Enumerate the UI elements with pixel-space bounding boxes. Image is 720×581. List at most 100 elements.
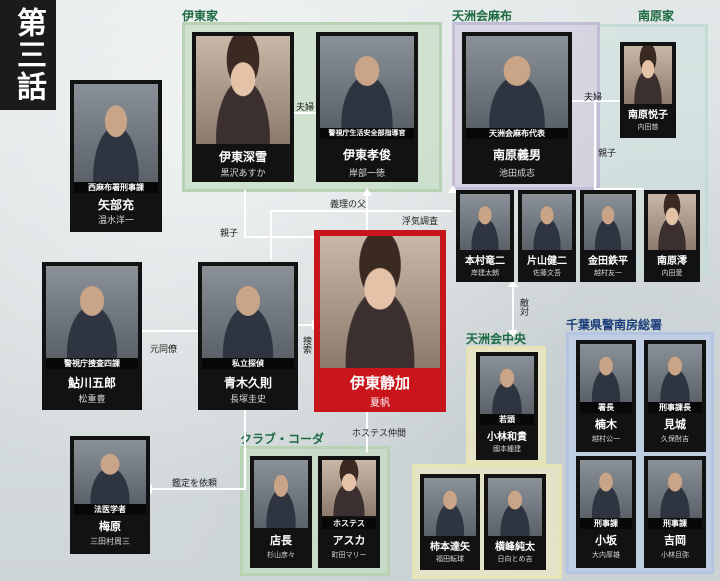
role-takatoshi: 警視庁生活安全部指導官 (320, 128, 414, 139)
card-kaneda[interactable]: 金田鉄平 越村友一 (580, 190, 636, 282)
portrait-ayukawa (46, 266, 138, 358)
line-fuufu-minamihara (572, 100, 620, 102)
actor-kobayashi: 國本鍾建 (493, 445, 521, 453)
name-kakimoto: 柿本達矢 (430, 542, 470, 553)
name-kosaka: 小坂 (595, 534, 617, 547)
portrait-miyuki (196, 36, 290, 144)
card-aoki[interactable]: 私立探偵 青木久則 長塚圭史 (198, 262, 298, 410)
actor-miyuki: 黒沢あすか (220, 169, 266, 179)
portrait-yabe (74, 84, 158, 182)
name-kaneda: 金田鉄平 (588, 256, 628, 267)
card-kosaka[interactable]: 刑事課 小坂 大内厚雄 (576, 456, 636, 568)
card-yokomine[interactable]: 横峰純太 日向とめ吉 (484, 474, 546, 570)
card-yoshida[interactable]: 刑事課 吉岡 小林且弥 (644, 456, 706, 568)
line-tekitai (512, 282, 514, 334)
name-honmura: 本村竜二 (465, 256, 505, 267)
label-oyako-minamihara: 親子 (598, 149, 617, 159)
name-etsuko: 南原悦子 (628, 110, 668, 121)
label-tekitai: 敵対 (518, 298, 528, 316)
card-honmura[interactable]: 本村竜二 岸建太朗 (456, 190, 514, 282)
actor-ayukawa: 松重豊 (78, 395, 106, 405)
label-oyako-ito: 親子 (220, 229, 239, 239)
label-fuufu-ito: 夫婦 (296, 103, 315, 113)
card-kobayashi[interactable]: 若頭 小林和貴 國本鍾建 (476, 352, 538, 460)
name-mishiro: 見城 (664, 418, 686, 431)
card-asuka[interactable]: ホステス アスカ 町田マリー (318, 456, 380, 568)
actor-etsuko: 内田慈 (637, 123, 659, 131)
actor-katayama: 佐藤文吾 (533, 269, 561, 277)
card-ayukawa[interactable]: 警視庁捜査四課 鮎川五郎 松重豊 (42, 262, 142, 410)
name-yoshio: 南原義男 (492, 148, 541, 162)
line-oyako-minamihara-h (594, 188, 644, 190)
role-yoshida: 刑事課 (648, 518, 702, 529)
portrait-asuka (322, 460, 376, 516)
card-yabe[interactable]: 西麻布署刑事課 矢部充 温水洋一 (70, 80, 162, 232)
card-kakimoto[interactable]: 柿本達矢 福田転球 (420, 474, 480, 570)
label-hostess-nakama: ホステス仲間 (352, 429, 407, 439)
portrait-tencho (254, 460, 308, 528)
actor-honmura: 岸建太朗 (471, 269, 499, 277)
role-ayukawa: 警視庁捜査四課 (46, 358, 138, 369)
card-mishiro[interactable]: 刑事課長 見城 久保酎吉 (644, 340, 706, 452)
portrait-shizuka (320, 236, 440, 368)
name-tencho: 店長 (270, 534, 292, 547)
portrait-kobayashi (480, 356, 534, 414)
actor-shizuka: 夏帆 (370, 398, 390, 409)
group-label-club: クラブ・コーダ (240, 432, 325, 446)
actor-yoshio: 池田成志 (498, 169, 535, 179)
line-fuufu-ito (292, 112, 316, 114)
portrait-kaneda (584, 194, 632, 250)
group-label-chiba: 千葉県警南房総署 (566, 318, 663, 332)
role-yabe: 西麻布署刑事課 (74, 182, 158, 193)
card-etsuko[interactable]: 南原悦子 内田慈 (620, 42, 676, 138)
line-uwaki-h (270, 210, 452, 212)
card-miyuki[interactable]: 伊東深雪 黒沢あすか (192, 32, 294, 182)
card-umehara[interactable]: 法医学者 梅原 三田村周三 (70, 436, 150, 554)
portrait-takatoshi (320, 36, 414, 128)
card-yoshio[interactable]: 天洲会麻布代表 南原義男 池田成志 (462, 32, 572, 184)
actor-yoshida: 小林且弥 (661, 551, 689, 559)
name-katayama: 片山健二 (527, 256, 567, 267)
portrait-mio (648, 194, 696, 250)
portrait-kosaka (580, 460, 632, 518)
name-mio: 南原澪 (657, 256, 687, 267)
portrait-kusunoki (580, 344, 632, 402)
card-katayama[interactable]: 片山健二 佐藤文吾 (518, 190, 576, 282)
role-kusunoki: 署長 (580, 402, 632, 413)
group-label-minamihara: 南原家 (638, 9, 675, 23)
line-kantei-v (244, 410, 246, 488)
card-shizuka[interactable]: 伊東静加 夏帆 (314, 230, 446, 412)
line-oyako-minamihara-v (594, 100, 596, 190)
name-yokomine: 横峰純太 (495, 542, 535, 553)
actor-asuka: 町田マリー (331, 551, 367, 559)
label-uwaki-chousa: 浮気調査 (402, 217, 439, 227)
actor-mio: 内田愛 (661, 269, 683, 277)
actor-mishiro: 久保酎吉 (661, 435, 689, 443)
actor-aoki: 長塚圭史 (229, 395, 266, 405)
actor-kakimoto: 福田転球 (436, 555, 464, 563)
actor-yokomine: 日向とめ吉 (497, 555, 533, 563)
card-takatoshi[interactable]: 警視庁生活安全部指導官 伊東孝俊 岸部一徳 (316, 32, 418, 182)
name-miyuki: 伊東深雪 (218, 150, 267, 164)
actor-kaneda: 越村友一 (594, 269, 622, 277)
card-tencho[interactable]: 店長 杉山彦々 (250, 456, 312, 568)
actor-kosaka: 大内厚雄 (592, 551, 620, 559)
portrait-katayama (522, 194, 572, 250)
card-kusunoki[interactable]: 署長 楠木 越村公一 (576, 340, 636, 452)
actor-yabe: 温水洋一 (97, 216, 134, 226)
line-sousaku (298, 324, 314, 326)
arrow-giri-no-chichi (362, 188, 372, 196)
portrait-yokomine (488, 478, 542, 536)
label-kantei-irai: 鑑定を依頼 (172, 479, 218, 489)
name-umehara: 梅原 (99, 520, 121, 533)
label-fuufu-minamihara: 夫婦 (584, 93, 603, 103)
actor-umehara: 三田村周三 (90, 537, 130, 546)
portrait-yoshida (648, 460, 702, 518)
line-kantei-h (150, 488, 246, 490)
role-mishiro: 刑事課長 (648, 402, 702, 413)
role-aoki: 私立探偵 (202, 358, 294, 369)
role-kosaka: 刑事課 (580, 518, 632, 529)
card-mio[interactable]: 南原澪 内田愛 (644, 190, 700, 282)
name-shizuka: 伊東静加 (349, 374, 410, 392)
name-asuka: アスカ (332, 534, 366, 547)
